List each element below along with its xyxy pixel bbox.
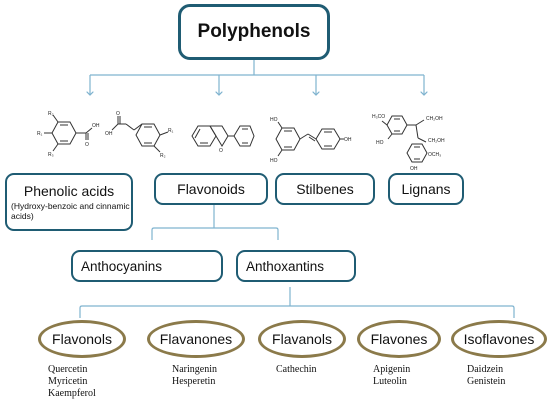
flavanones-oval: Flavanones bbox=[147, 320, 245, 358]
phenolic-acids-node: Phenolic acids (Hydroxy-benzoic and cinn… bbox=[5, 173, 133, 231]
svg-text:HO: HO bbox=[270, 158, 278, 164]
compound-item: Myricetin bbox=[48, 376, 88, 387]
flavonols-compounds: Quercetin Myricetin Kaempferol bbox=[48, 364, 96, 400]
svg-text:O: O bbox=[85, 142, 89, 148]
compound-item: Genistein bbox=[467, 376, 506, 387]
compound-item: Apigenin bbox=[373, 364, 411, 375]
polyphenols-root-node: Polyphenols bbox=[178, 4, 330, 60]
root-title: Polyphenols bbox=[197, 21, 311, 42]
lignans-node: Lignans bbox=[388, 173, 464, 205]
anthocyanins-label: Anthocyanins bbox=[81, 258, 163, 274]
svg-text:OH: OH bbox=[105, 131, 113, 137]
flavanols-label: Flavanols bbox=[272, 331, 332, 347]
isoflavones-compounds: Daidzein Genistein bbox=[467, 364, 505, 388]
svg-text:CH₂OH: CH₂OH bbox=[426, 116, 443, 122]
compound-item: Daidzein bbox=[467, 364, 504, 375]
flavonoids-node: Flavonoids bbox=[154, 173, 268, 205]
svg-text:OH: OH bbox=[92, 123, 100, 129]
stilbenes-node: Stilbenes bbox=[275, 173, 375, 205]
svg-text:HO: HO bbox=[270, 117, 278, 123]
svg-text:OH: OH bbox=[410, 166, 418, 172]
flavanones-label: Flavanones bbox=[159, 331, 233, 347]
isoflavones-oval: Isoflavones bbox=[451, 320, 547, 358]
benzoic-acid-structure: R₂ R₁ R₃ OH O bbox=[37, 111, 100, 158]
flavonoid-core-structure: O bbox=[191, 125, 255, 154]
svg-text:R₂: R₂ bbox=[160, 153, 166, 159]
stilbenes-label: Stilbenes bbox=[296, 181, 354, 197]
flavones-oval: Flavones bbox=[357, 320, 441, 358]
flavonoids-label: Flavonoids bbox=[177, 181, 245, 197]
svg-text:H₃CO: H₃CO bbox=[372, 114, 385, 120]
anthoxantin-bracket bbox=[79, 305, 515, 318]
isoflavones-label: Isoflavones bbox=[463, 331, 535, 347]
svg-text:O: O bbox=[219, 148, 223, 154]
flavanols-oval: Flavanols bbox=[258, 320, 346, 358]
lignan-structure: H₃CO HO CH₂OH CH₂OH OCH₃ OH bbox=[372, 114, 445, 172]
svg-text:O: O bbox=[116, 111, 120, 117]
compound-item: Kaempferol bbox=[48, 388, 96, 399]
svg-text:HO: HO bbox=[376, 140, 384, 146]
flavonoid-bracket bbox=[151, 227, 279, 240]
compound-item: Quercetin bbox=[48, 364, 88, 375]
phenolic-acids-label: Phenolic acids bbox=[23, 183, 115, 199]
flavones-compounds: Apigenin Luteolin bbox=[373, 364, 410, 388]
svg-text:CH₂OH: CH₂OH bbox=[428, 138, 445, 144]
svg-text:R₃: R₃ bbox=[48, 152, 54, 158]
svg-text:OH: OH bbox=[344, 137, 352, 143]
svg-text:R₁: R₁ bbox=[168, 128, 174, 134]
svg-text:R₂: R₂ bbox=[48, 111, 54, 117]
flavanones-compounds: Naringenin Hesperetin bbox=[172, 364, 217, 388]
anthocyanins-node: Anthocyanins bbox=[71, 250, 223, 282]
anthoxantins-label: Anthoxantins bbox=[246, 258, 325, 274]
svg-text:R₁: R₁ bbox=[37, 131, 43, 137]
lignans-label: Lignans bbox=[401, 181, 451, 197]
flavonols-label: Flavonols bbox=[52, 331, 112, 347]
cinnamic-acid-structure: O OH R₁ R₂ bbox=[105, 111, 174, 159]
compound-item: Luteolin bbox=[373, 376, 407, 387]
phenolic-acids-sublabel: (Hydroxy-benzoic and cinnamic acids) bbox=[11, 201, 130, 221]
compound-item: Cathechin bbox=[276, 364, 317, 375]
stilbene-structure: HO HO OH bbox=[270, 117, 352, 164]
flavonols-oval: Flavonols bbox=[38, 320, 126, 358]
anthoxantins-node: Anthoxantins bbox=[236, 250, 356, 282]
compound-item: Hesperetin bbox=[172, 376, 216, 387]
svg-text:OCH₃: OCH₃ bbox=[428, 152, 441, 158]
compound-item: Naringenin bbox=[172, 364, 217, 375]
flavanols-compounds: Cathechin bbox=[276, 364, 317, 376]
flavones-label: Flavones bbox=[370, 331, 428, 347]
